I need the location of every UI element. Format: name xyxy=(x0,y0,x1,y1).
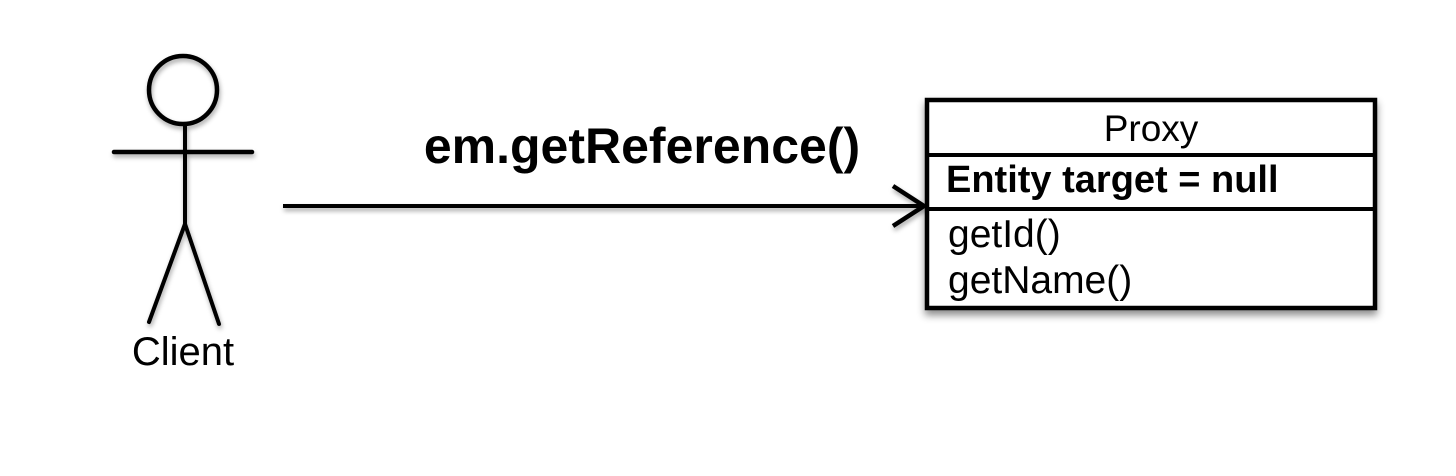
diagram-root: Client em.getReference() Proxy Entity ta… xyxy=(111,53,1378,374)
actor-right-leg-line xyxy=(183,222,221,326)
message-arrow xyxy=(283,184,929,228)
class-method-getid: getId() xyxy=(948,213,1061,256)
class-attribute: Entity target = null xyxy=(946,159,1279,201)
actor-head-icon xyxy=(146,53,220,127)
client-actor xyxy=(111,53,255,326)
class-title: Proxy xyxy=(1104,108,1199,149)
arrow-head-icon xyxy=(891,184,929,228)
class-box-outline xyxy=(924,97,1378,311)
proxy-class-box: Proxy Entity target = null getId() getNa… xyxy=(924,97,1378,311)
class-method-getname: getName() xyxy=(948,259,1132,302)
actor-label: Client xyxy=(132,330,234,374)
message-label: em.getReference() xyxy=(424,118,860,174)
actor-left-leg-line xyxy=(147,222,187,324)
